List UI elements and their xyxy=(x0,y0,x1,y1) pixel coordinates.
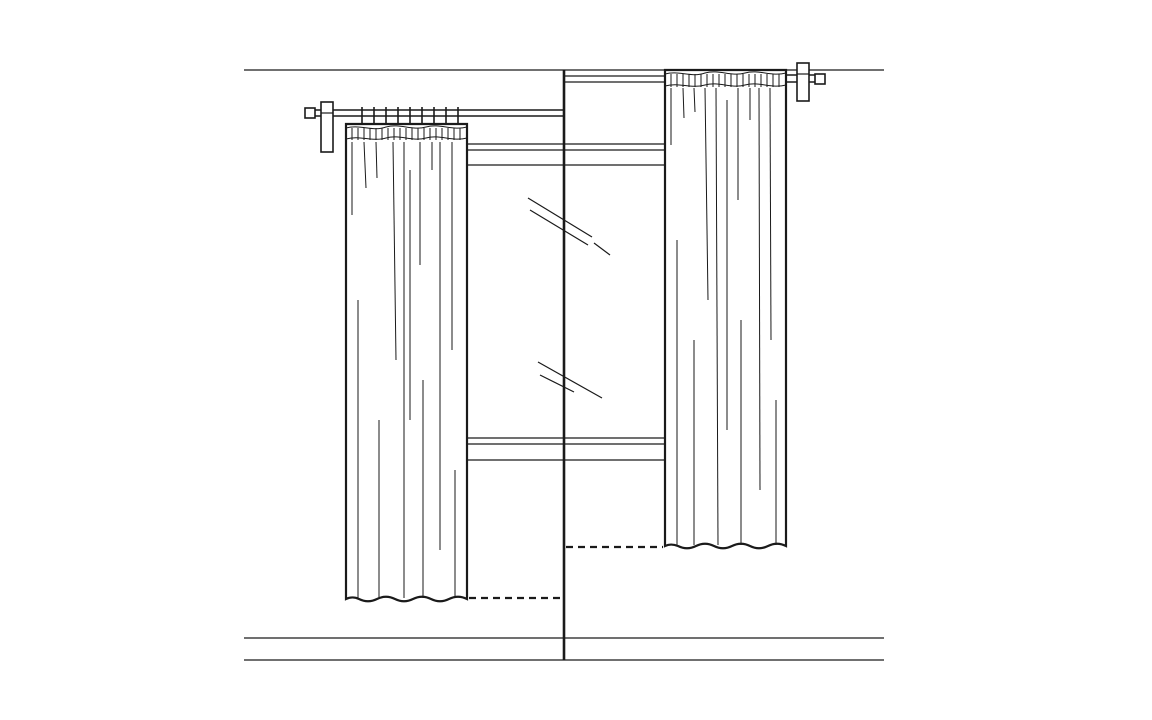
reflection-line xyxy=(593,242,611,256)
right-curtain-header-band xyxy=(664,71,787,76)
glass-reflections xyxy=(527,197,611,399)
reflection-line xyxy=(539,374,575,393)
right-curtain-folds xyxy=(670,87,777,546)
reflection-line xyxy=(527,197,593,238)
left-curtain-header-gathers xyxy=(351,128,461,140)
right-rod-finial xyxy=(814,73,826,85)
left-curtain-panel xyxy=(344,122,469,603)
left-curtain-outline xyxy=(344,122,469,603)
right-curtain-panel xyxy=(663,68,788,550)
wall-lines xyxy=(244,69,884,661)
reflection-line xyxy=(537,361,603,399)
left-curtain-header-band xyxy=(345,125,468,130)
right-rod-bracket xyxy=(796,62,810,102)
right-curtain-header-gathers xyxy=(670,74,780,87)
reflection-line xyxy=(529,209,589,246)
left-rod-finial xyxy=(304,107,316,119)
window-frame xyxy=(466,75,666,461)
left-curtain-folds xyxy=(351,141,456,598)
right-curtain-outline xyxy=(663,68,788,550)
left-rod-bracket xyxy=(320,101,334,153)
